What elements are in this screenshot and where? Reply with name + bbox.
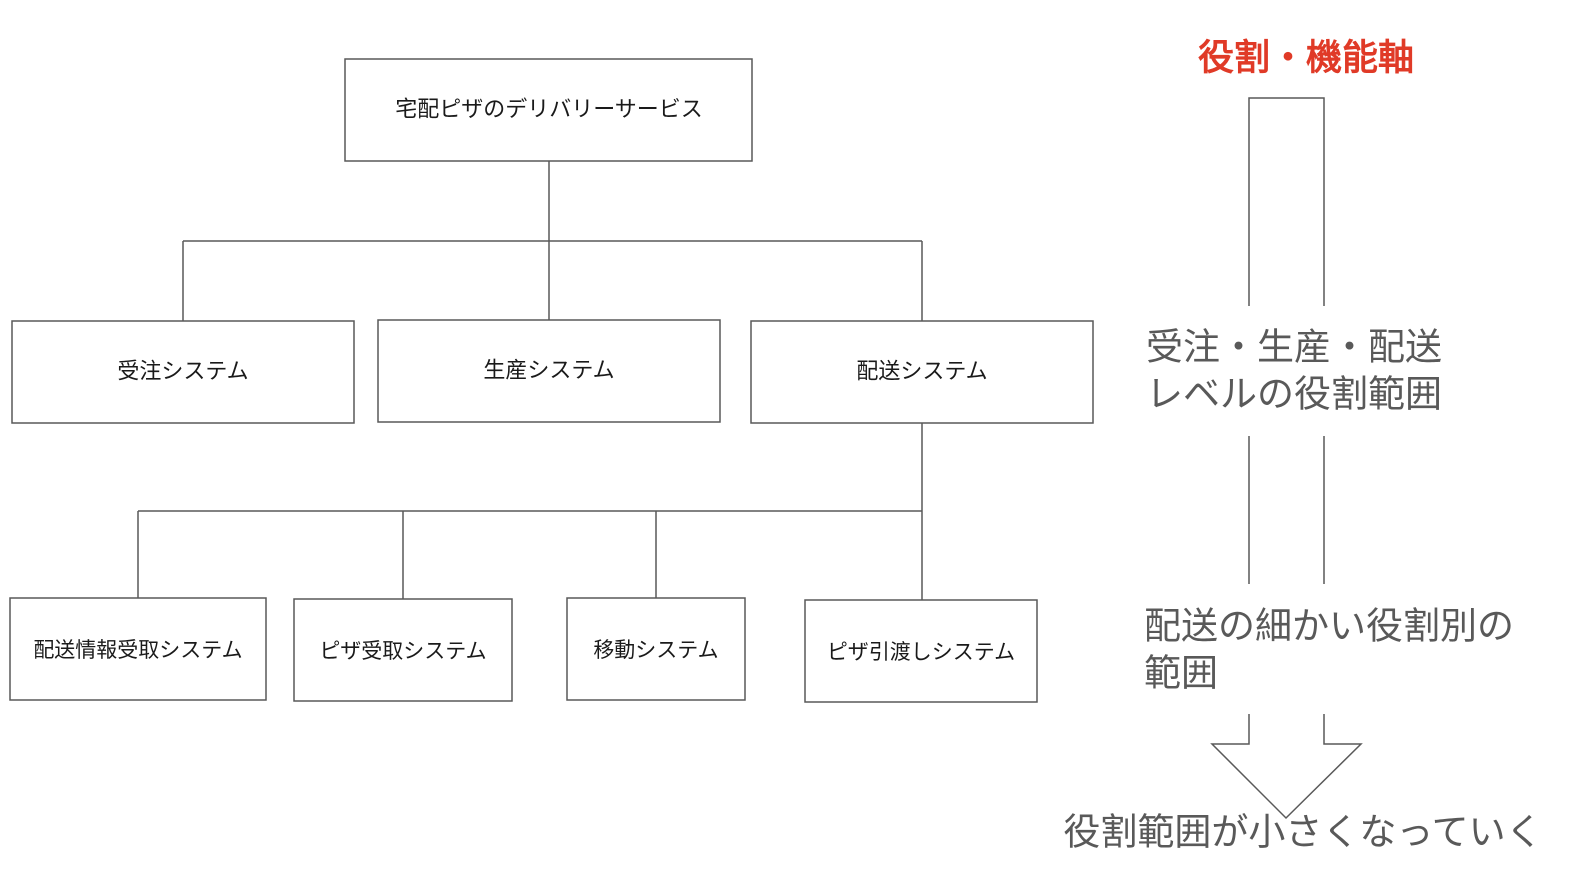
node-pizza-receive-system-box	[293, 598, 513, 702]
node-order-system-label: 受注システム	[117, 360, 248, 385]
node-pizza-receive-system: ピザ受取システム	[293, 598, 513, 702]
role-axis: 役割・機能軸 受注・生産・配送 レベルの役割範囲 配送の細かい役割別の 範囲 役…	[1063, 38, 1542, 854]
node-pizza-handover-system-box	[804, 599, 1038, 703]
node-movement-system: 移動システム	[566, 597, 746, 701]
node-delivery-system-label: 配送システム	[856, 360, 987, 385]
axis-shaft-top	[1248, 97, 1325, 306]
node-production-system: 生産システム	[377, 319, 721, 423]
node-pizza-handover-system: ピザ引渡しシステム	[804, 599, 1038, 703]
node-order-system-box	[11, 320, 355, 424]
axis-level1-label-line1: 受注・生産・配送	[1146, 326, 1442, 369]
node-pizza-handover-system-label: ピザ引渡しシステム	[827, 640, 1015, 664]
node-delivery-info-system-box	[9, 597, 267, 701]
axis-level2-label-line2: 範囲	[1144, 652, 1218, 695]
axis-arrow-head	[1210, 714, 1363, 820]
node-root: 宅配ピザのデリバリーサービス	[344, 58, 753, 162]
connectors-root-to-level1	[182, 161, 923, 321]
node-order-system: 受注システム	[11, 320, 355, 424]
node-delivery-system: 配送システム	[750, 320, 1094, 424]
connectors-delivery-to-level2	[137, 423, 923, 600]
node-production-system-label: 生産システム	[483, 359, 614, 384]
node-delivery-system-box	[750, 320, 1094, 424]
node-delivery-info-system: 配送情報受取システム	[9, 597, 267, 701]
node-movement-system-box	[566, 597, 746, 701]
axis-bottom-label: 役割範囲が小さくなっていく	[1063, 811, 1542, 854]
node-movement-system-label: 移動システム	[593, 638, 718, 662]
axis-title: 役割・機能軸	[1198, 38, 1414, 79]
node-pizza-receive-system-label: ピザ受取システム	[319, 639, 486, 663]
node-root-box	[344, 58, 753, 162]
node-production-system-box	[377, 319, 721, 423]
node-root-label: 宅配ピザのデリバリーサービス	[395, 98, 703, 123]
axis-level1-label-line2: レベルの役割範囲	[1146, 373, 1442, 416]
axis-level2-label-line1: 配送の細かい役割別の	[1144, 605, 1514, 648]
node-delivery-info-system-label: 配送情報受取システム	[33, 638, 242, 662]
